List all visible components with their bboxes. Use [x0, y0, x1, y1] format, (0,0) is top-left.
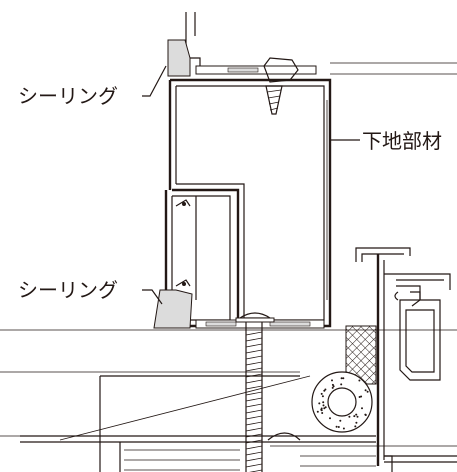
label-base-member: 下地部材 [362, 129, 442, 153]
backer-rod-speckle [342, 377, 345, 380]
backer-rod-speckle [320, 409, 323, 412]
window-frame [355, 247, 457, 466]
bolt-thread-tick [245, 337, 263, 342]
top-flashing-plate [195, 65, 317, 75]
backer-rod-speckle [320, 392, 323, 395]
sill-lines [20, 375, 457, 472]
bolt-thread-tick [245, 385, 263, 390]
backer-rod-speckle [316, 410, 319, 413]
backer-rod-speckle [320, 407, 323, 410]
backer-rod-speckle [324, 388, 327, 391]
base-member-profile [168, 78, 332, 328]
bolt-thread-tick [245, 397, 263, 402]
bolt-thread-tick [245, 445, 263, 450]
backer-rod-speckle [318, 402, 321, 405]
reference-lines [0, 62, 457, 437]
backer-rod-speckle [322, 404, 325, 407]
backer-rod-speckle [321, 412, 324, 414]
backer-rod-speckle [322, 401, 325, 404]
backer-rod-speckle [364, 389, 367, 392]
leader-sealing-top [142, 65, 167, 97]
backer-rod-speckle [337, 426, 340, 428]
backer-rod-speckle [340, 383, 343, 386]
backer-rod-speckle [361, 407, 363, 410]
backer-rod-speckle [335, 425, 338, 428]
backer-rod-speckle [342, 427, 345, 430]
bolt-thread-tick [245, 391, 263, 396]
bolt-thread-tick [245, 415, 263, 420]
bolt-thread-tick [245, 451, 263, 456]
backer-rod-speckle [331, 386, 334, 389]
bolt-thread-tick [245, 403, 263, 408]
label-sealing-bottom: シーリング [18, 278, 118, 302]
bottom-bolt [235, 312, 275, 472]
bolt-thread-tick [245, 463, 263, 468]
backer-rod-speckle [366, 390, 369, 393]
backer-rod-speckle [348, 415, 351, 418]
bolt-thread-tick [245, 427, 263, 432]
backer-rod-speckle [364, 414, 367, 416]
label-sealing-top: シーリング [18, 84, 118, 108]
backer-rod-speckle [355, 421, 358, 424]
bolt-thread-tick [245, 379, 263, 384]
bolt-thread-tick [245, 409, 263, 414]
backer-rod-speckle [331, 383, 334, 386]
bolt-thread-tick [245, 421, 263, 426]
bottom-sealant [153, 289, 193, 329]
backer-rod-speckle [321, 395, 324, 398]
backer-rod-speckle [324, 406, 327, 409]
backer-rod-speckle [354, 425, 357, 428]
bolt-thread-tick [245, 349, 263, 354]
top-sealant [167, 39, 191, 77]
bolt-thread-tick [245, 355, 263, 360]
bolt-thread-tick [245, 331, 263, 336]
bolt-thread-tick [245, 361, 263, 366]
backer-rod-speckle [356, 415, 359, 418]
gasket-hatched [345, 325, 377, 385]
backer-rod-speckle [358, 379, 361, 382]
bolt-thread-tick [245, 343, 263, 348]
bolt-thread-tick [245, 457, 263, 462]
backer-rod-speckle [339, 419, 342, 422]
backer-rod-speckle [329, 417, 331, 420]
backer-rod [311, 371, 373, 433]
backer-rod-speckle [360, 395, 363, 398]
backer-rod-speckle [340, 377, 343, 380]
backer-rod-speckle [355, 413, 358, 416]
leader-sealing-bottom [142, 289, 163, 305]
backer-rod-speckle [331, 379, 333, 382]
bolt-thread-tick [245, 367, 263, 372]
backer-rod-speckle [323, 407, 326, 410]
backer-rod-speckle [353, 415, 356, 418]
